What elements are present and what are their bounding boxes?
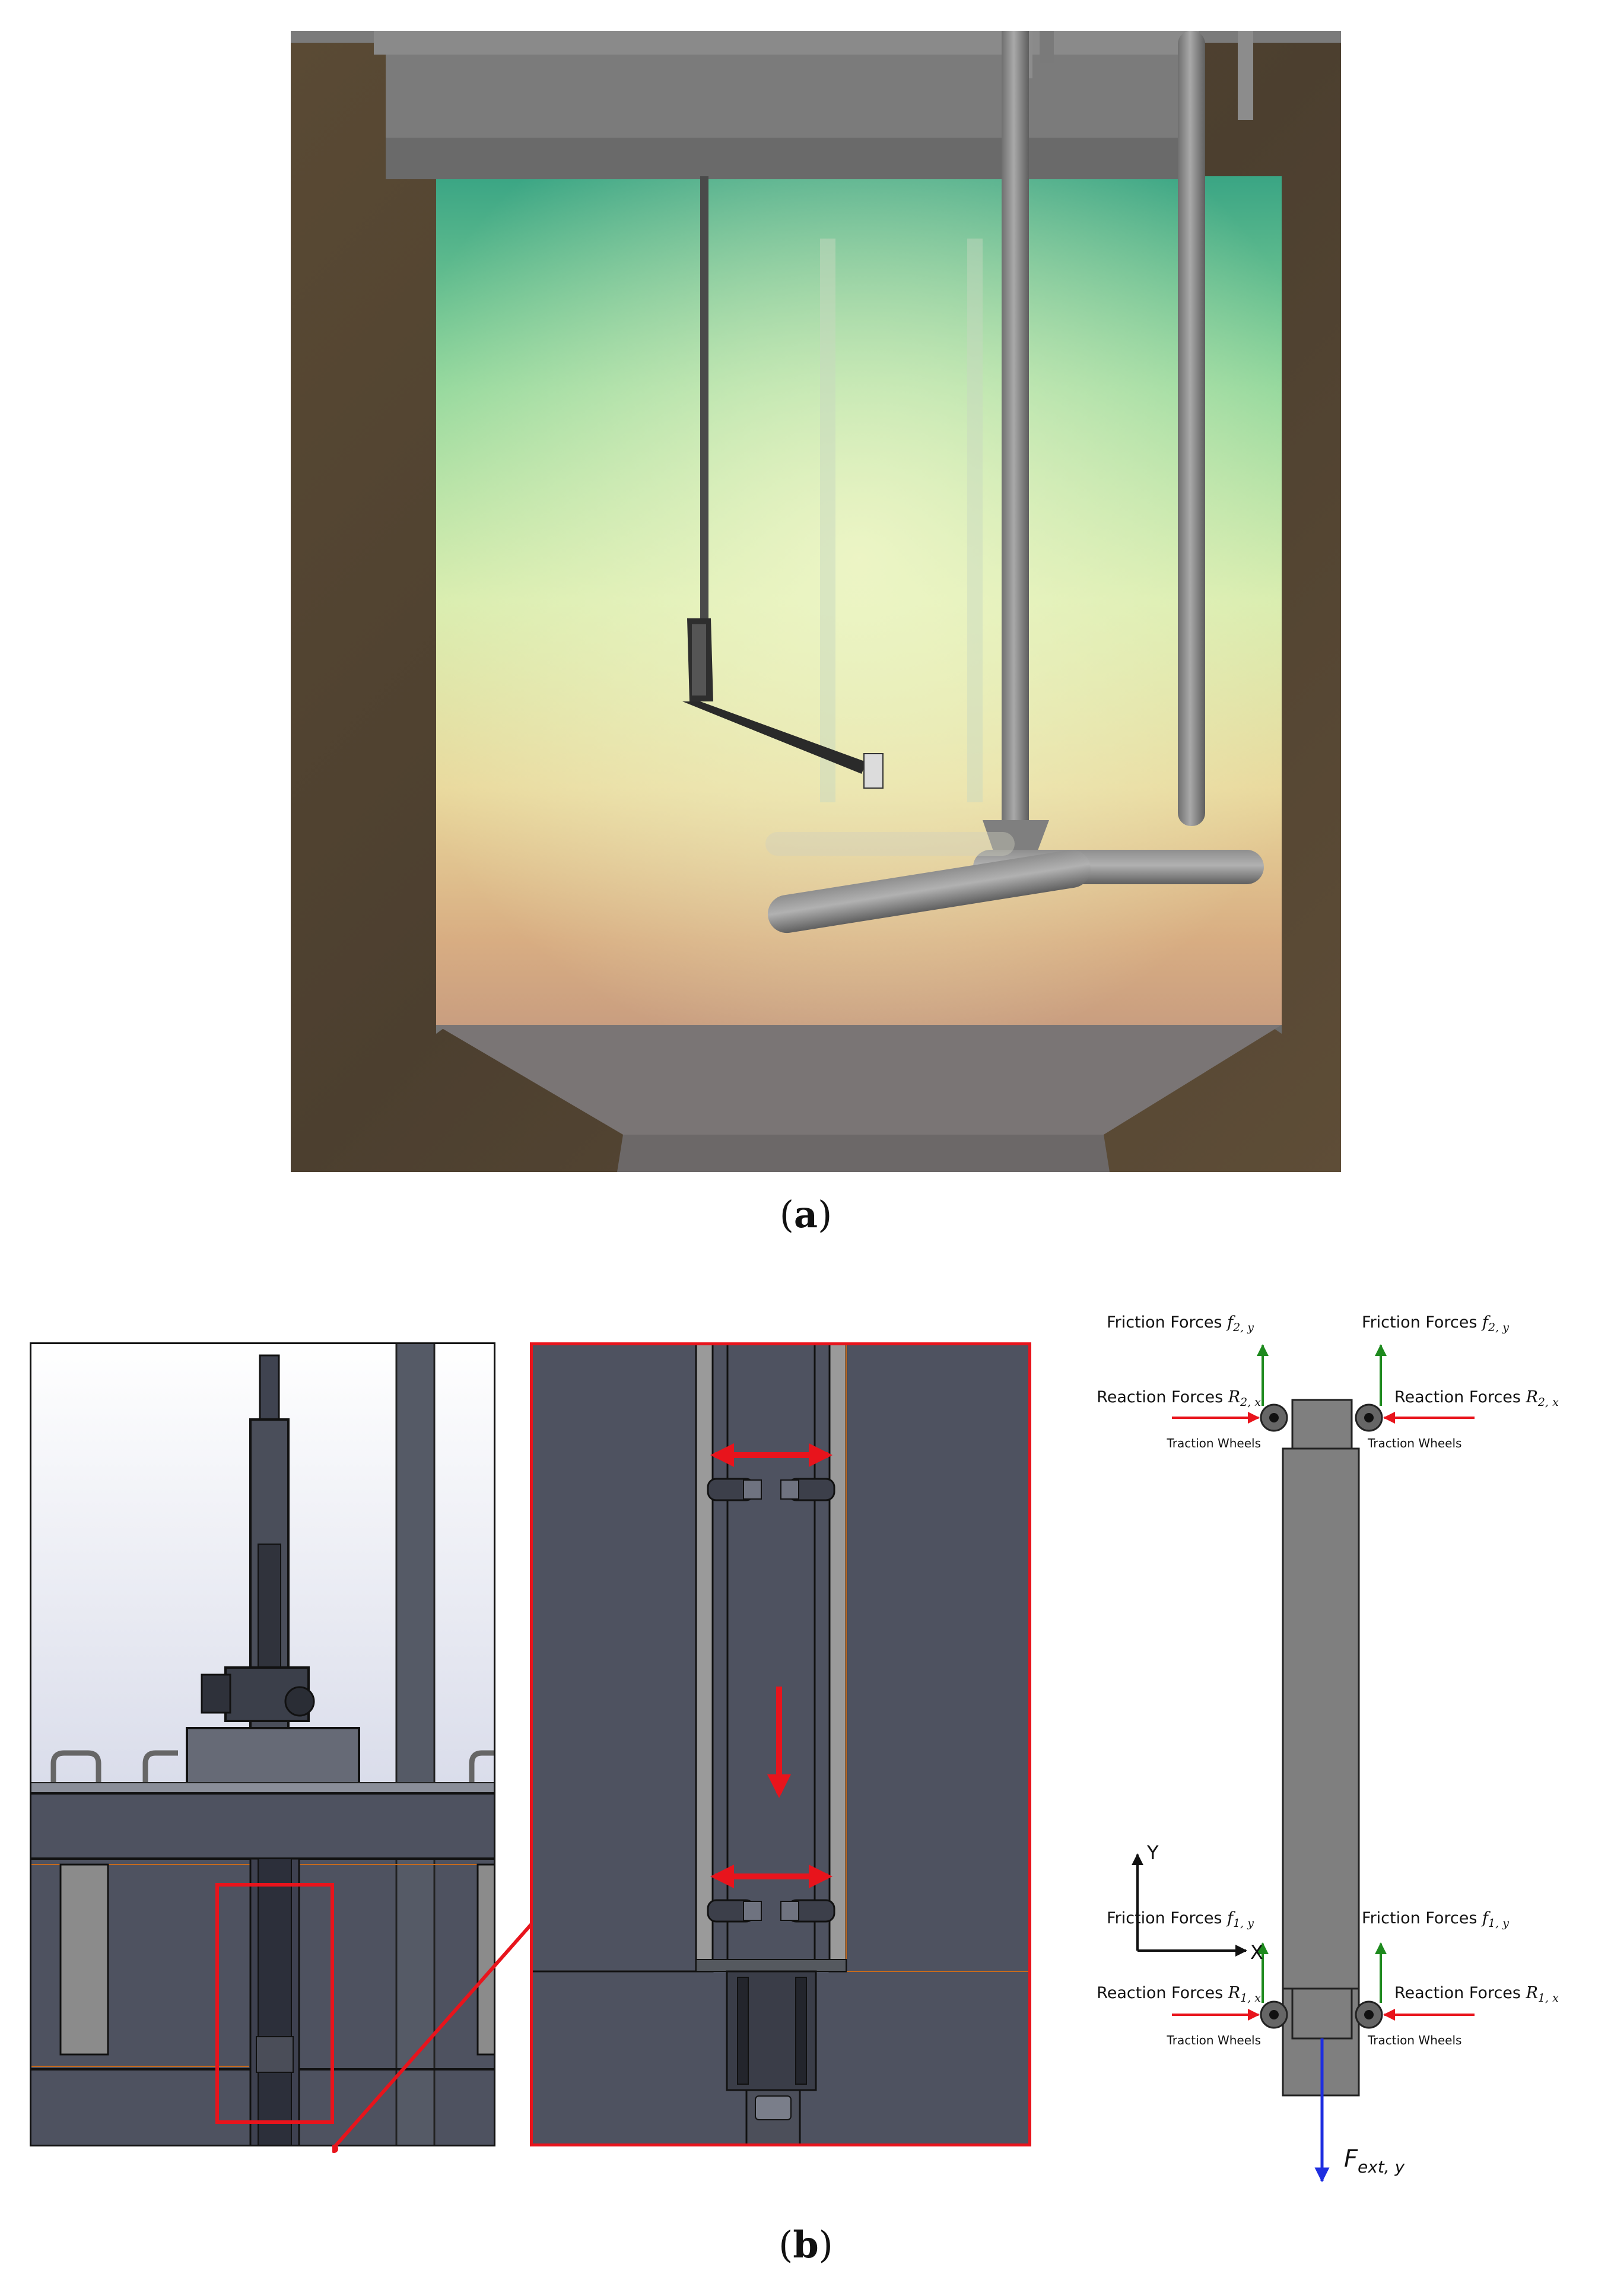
mixer-shaft [1002, 31, 1029, 820]
zoom-detail [530, 1342, 1031, 2146]
tank-render [291, 31, 1341, 1172]
label-wheels-top-left: Traction Wheels [1167, 1436, 1261, 1450]
tank-floor [436, 1025, 1282, 1135]
vertical-pipe [395, 1342, 436, 2146]
deck-slab [30, 1792, 495, 1860]
label-reaction-top-left: Reaction Forces R2, x [1097, 1388, 1261, 1409]
caption-a: (a) [779, 1193, 832, 1236]
label-reaction-bottom-right: Reaction Forces R1, x [1394, 1984, 1559, 2005]
label-reaction-top-right: Reaction Forces R2, x [1394, 1388, 1559, 1409]
cad-overview [30, 1342, 495, 2146]
tether-cable [700, 176, 708, 621]
label-axis-y: Y [1146, 1841, 1159, 1864]
channel-wall-right [828, 1342, 847, 1973]
zoom-highlight-box [215, 1883, 334, 2124]
tank-roof [291, 31, 1341, 170]
channel-wall-left [695, 1342, 714, 1973]
robot-body-top-block [1291, 1399, 1353, 1451]
robot-body-bottom-block [1291, 1987, 1353, 2040]
zoom-connector [332, 1923, 533, 2153]
caption-b: (b) [779, 2223, 833, 2266]
label-friction-top-right: Friction Forces f2, y [1362, 1313, 1509, 1334]
mast-top [259, 1354, 280, 1422]
label-wheels-bottom-left: Traction Wheels [1167, 2033, 1261, 2047]
crawler-arm [682, 701, 866, 774]
mixer-arm-front [767, 850, 1091, 933]
riser-pipe-tall [1238, 31, 1253, 120]
sensor-pad [863, 753, 884, 789]
label-friction-bottom-right: Friction Forces f1, y [1362, 1909, 1509, 1930]
riser-pipe-right [1178, 31, 1205, 826]
label-wheels-top-right: Traction Wheels [1367, 1436, 1461, 1450]
lower-wheel-assembly [707, 1899, 835, 1923]
free-body-diagram: Friction Forces f2, y Friction Forces f2… [1097, 1313, 1559, 2183]
label-friction-bottom-left: Friction Forces f1, y [1107, 1909, 1254, 1930]
label-wheels-bottom-right: Traction Wheels [1367, 2033, 1461, 2047]
label-axis-x: X [1250, 1941, 1263, 1964]
label-reaction-bottom-left: Reaction Forces R1, x [1097, 1984, 1261, 2005]
upper-wheel-assembly [707, 1478, 835, 1501]
label-friction-top-left: Friction Forces f2, y [1107, 1313, 1254, 1334]
label-external-force: Fext, y [1344, 2145, 1405, 2177]
